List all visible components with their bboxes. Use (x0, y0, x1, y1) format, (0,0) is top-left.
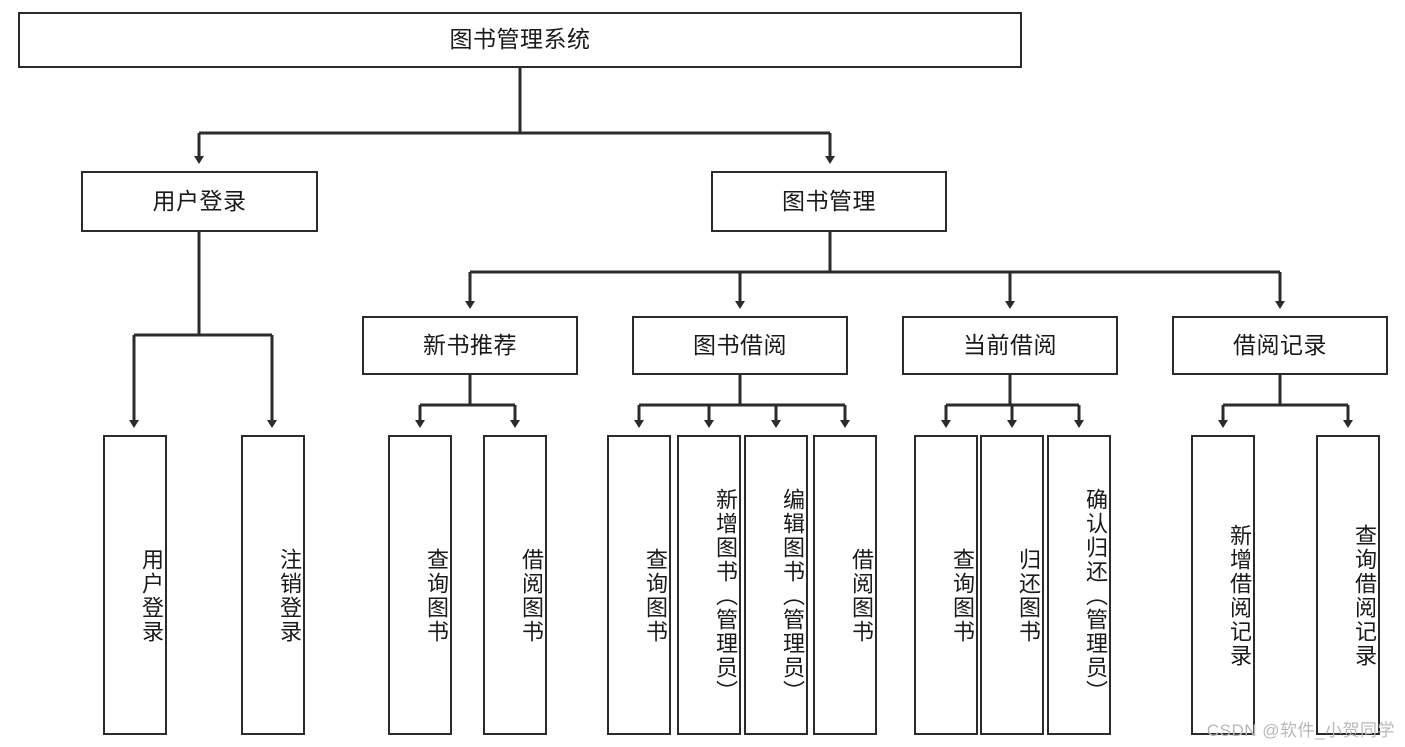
node-root-system[interactable]: 图书管理系统 (18, 12, 1022, 68)
node-borrow-record[interactable]: 借阅记录 (1172, 316, 1388, 375)
leaf-recommend-query-book[interactable]: 查询图书 (388, 435, 452, 735)
node-label: 借阅图书 (519, 548, 544, 644)
leaf-borrow-query-book[interactable]: 查询图书 (607, 435, 671, 735)
leaf-record-query-record[interactable]: 查询借阅记录 (1316, 435, 1380, 735)
node-label: 当前借阅 (963, 331, 1057, 358)
node-label: 图书管理系统 (449, 26, 591, 53)
leaf-borrow-edit-book-admin[interactable]: 编辑图书（管理员） (744, 435, 808, 735)
node-label: 新增借阅记录 (1227, 524, 1252, 668)
node-label: 新增图书（管理员） (713, 488, 738, 704)
node-book-management[interactable]: 图书管理 (711, 171, 947, 232)
leaf-user-login-logout[interactable]: 注销登录 (241, 435, 305, 735)
leaf-current-confirm-return-admin[interactable]: 确认归还（管理员） (1047, 435, 1111, 735)
node-label: 借阅记录 (1233, 331, 1327, 358)
csdn-watermark: CSDN @软件_小贺同学 (1206, 721, 1395, 740)
node-user-login[interactable]: 用户登录 (81, 171, 318, 232)
node-label: 用户登录 (139, 548, 164, 644)
leaf-recommend-borrow-book[interactable]: 借阅图书 (483, 435, 547, 735)
leaf-record-add-record[interactable]: 新增借阅记录 (1191, 435, 1255, 735)
node-label: 确认归还（管理员） (1083, 488, 1108, 704)
node-label: 借阅图书 (849, 548, 874, 644)
node-label: 用户登录 (152, 187, 247, 214)
node-label: 查询借阅记录 (1352, 524, 1377, 668)
leaf-current-return-book[interactable]: 归还图书 (980, 435, 1044, 735)
leaf-borrow-add-book-admin[interactable]: 新增图书（管理员） (677, 435, 741, 735)
node-label: 查询图书 (643, 548, 668, 644)
leaf-current-query-book[interactable]: 查询图书 (914, 435, 978, 735)
leaf-borrow-borrow-book[interactable]: 借阅图书 (813, 435, 877, 735)
node-label: 图书管理 (782, 187, 876, 214)
node-label: 归还图书 (1016, 548, 1041, 644)
node-label: 查询图书 (950, 548, 975, 644)
node-book-borrow[interactable]: 图书借阅 (632, 316, 848, 375)
node-label: 查询图书 (424, 548, 449, 644)
node-label: 新书推荐 (423, 331, 517, 358)
node-current-borrow[interactable]: 当前借阅 (902, 316, 1118, 375)
node-label: 注销登录 (277, 548, 302, 644)
leaf-user-login-login[interactable]: 用户登录 (103, 435, 167, 735)
node-new-book-recommend[interactable]: 新书推荐 (362, 316, 578, 375)
node-label: 编辑图书（管理员） (780, 488, 805, 704)
node-label: 图书借阅 (693, 331, 787, 358)
